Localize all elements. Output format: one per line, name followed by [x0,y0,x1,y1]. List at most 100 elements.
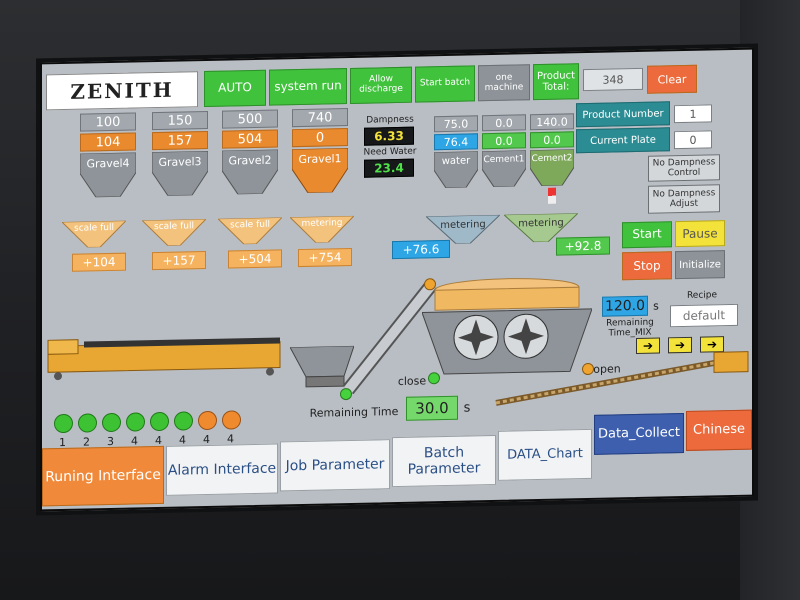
status-led [126,412,145,432]
water-meter-hopper: metering [424,214,502,245]
scale3-value: +157 [152,251,206,271]
logo: ZENITH [46,71,198,111]
scale4-status: scale full [74,222,114,234]
gravel4-actual: 104 [80,132,136,152]
water-meter-value: +76.6 [392,239,450,260]
pause-button[interactable]: Pause [675,220,725,248]
initialize-button[interactable]: Initialize [675,250,725,280]
need-water-label: Need Water [363,146,417,158]
gravel1-set[interactable]: 740 [292,108,348,128]
skip-hopper [289,345,355,389]
product-total-label: Product Total: [533,63,579,101]
mixer [421,275,593,385]
auto-button[interactable]: AUTO [204,69,266,108]
lift-belt [342,276,442,398]
discharge-conveyor [490,350,752,409]
gravel2-set[interactable]: 500 [222,109,278,129]
scale-hopper-2: scale full [216,216,284,245]
remaining-mix-value: 120.0 [602,295,648,317]
cement2-set[interactable]: 140.0 [530,113,574,131]
status-led [78,413,97,433]
allow-discharge-button[interactable]: Allow discharge [350,66,412,104]
water-actual: 76.4 [434,133,478,151]
cement2-valve [548,187,556,204]
tab-batch-parameter[interactable]: Batch Parameter [392,434,496,488]
status-led [102,412,121,433]
scale2-status: scale full [230,219,270,231]
cement2-name: Cement2 [531,153,573,165]
tab-job-parameter[interactable]: Job Parameter [280,439,390,492]
gravel3-hopper: Gravel3 [151,150,209,197]
belt-conveyor [44,331,284,384]
scale1-status: metering [301,218,343,230]
gravel4-name: Gravel4 [86,156,130,171]
remaining-time-value: 30.0 [406,395,458,421]
gravel2-name: Gravel2 [228,153,272,168]
cement-meter-status: metering [518,217,564,230]
tab-data-collect[interactable]: Data_Collect [594,412,684,455]
need-water-value: 23.4 [364,158,414,178]
gravel4-hopper: Gravel4 [79,151,137,198]
tab-data-chart[interactable]: DATA_Chart [498,428,592,481]
gravel1-actual: 0 [292,128,348,148]
dampness-value: 6.33 [364,126,414,146]
current-plate-label: Current Plate [576,127,670,154]
logo-text: ZENITH [70,77,174,104]
water-name: water [441,155,471,168]
lift-bottom-indicator [340,387,352,401]
status-led [174,411,193,431]
cement-meter-value: +92.8 [556,236,610,256]
remaining-time-label: Remaining Time [309,404,399,420]
gravel1-name: Gravel1 [298,152,342,167]
recipe-field[interactable]: default [670,303,738,328]
gravel2-hopper: Gravel2 [221,148,279,195]
scale3-status: scale full [154,221,194,233]
cement1-set[interactable]: 0.0 [482,114,526,132]
scale-hopper-3: scale full [140,218,208,247]
cement2-silo: Cement2 [529,148,575,187]
status-led [222,410,241,430]
water-meter-status: metering [440,219,486,232]
current-plate-field[interactable]: 0 [674,130,712,150]
product-number-label: Product Number [576,101,670,128]
start-button[interactable]: Start [622,221,672,249]
remaining-mix-label: Remaining Time_MIX [606,317,654,339]
tab-running-interface[interactable]: Runing Interface [42,445,164,507]
water-set[interactable]: 75.0 [434,115,478,133]
gravel3-set[interactable]: 150 [152,110,208,131]
cement2-actual: 0.0 [530,131,574,149]
stop-button[interactable]: Stop [622,251,672,281]
cement-meter-hopper: metering [502,212,580,243]
scale-hopper-4: scale full [60,220,128,248]
scale-hopper-1: metering [288,215,356,244]
hmi-screen: ZENITH AUTO system run Allow discharge S… [40,47,754,512]
cement1-actual: 0.0 [482,132,526,150]
close-label: close [397,374,427,388]
product-total-value: 348 [583,67,643,92]
recipe-label: Recipe [686,290,718,301]
scale1-value: +754 [298,247,352,268]
one-machine-button[interactable]: one machine [478,64,530,102]
gravel3-actual: 157 [152,130,208,151]
gravel4-set[interactable]: 100 [80,112,136,132]
gravel3-name: Gravel3 [158,155,202,169]
tab-alarm-interface[interactable]: Alarm Interface [166,443,278,496]
water-tank: water [433,150,479,189]
start-batch-button[interactable]: Start batch [415,65,475,103]
product-number-field[interactable]: 1 [674,104,712,124]
scale2-value: +504 [228,249,282,269]
tab-chinese[interactable]: Chinese [686,409,752,451]
dampness-label: Dampness [366,114,414,126]
status-led [54,413,73,434]
status-led [198,410,217,431]
clear-button[interactable]: Clear [647,64,697,94]
no-dampness-adjust-button[interactable]: No Dampness Adjust [648,184,720,214]
gravel2-actual: 504 [222,129,278,149]
system-run-button[interactable]: system run [269,68,347,106]
status-led [150,411,169,432]
remaining-time-unit: s [463,400,471,416]
scale4-value: +104 [72,252,126,272]
cement1-silo: Cement1 [481,149,527,188]
no-dampness-control-button[interactable]: No Dampness Control [648,154,720,182]
gravel1-hopper: Gravel1 [291,147,349,194]
